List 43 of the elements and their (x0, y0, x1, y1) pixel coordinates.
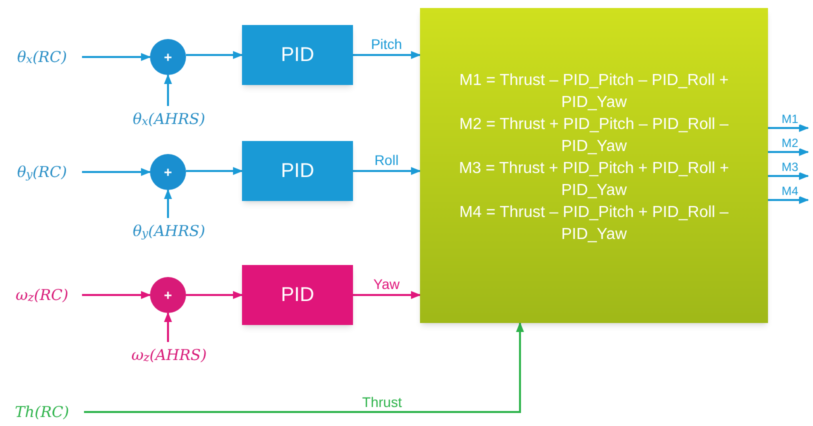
edge-label: M4 (780, 185, 800, 197)
signal-label: Th(RC) (8, 399, 76, 425)
edge-label: M3 (780, 161, 800, 173)
signal-arrow (353, 291, 421, 299)
motor-equation: M1 = Thrust – PID_Pitch – PID_Roll + PID_Yaw (458, 71, 730, 113)
motor-equation: M4 = Thrust – PID_Pitch + PID_Roll – PID_Yaw (458, 203, 730, 245)
motor-equation: M3 = Thrust + PID_Pitch + PID_Roll + PID_Yaw (458, 159, 730, 201)
signal-arrow (768, 172, 809, 180)
controller-block: PID (242, 25, 353, 85)
summing-junction: + (150, 277, 186, 313)
edge-label: M1 (780, 113, 800, 125)
signal-arrow (768, 124, 809, 132)
controller-block: PID (242, 141, 353, 201)
summing-junction: + (150, 154, 186, 190)
signal-arrow (164, 189, 172, 218)
signal-label: θ$_{y}$(RC) (8, 159, 76, 185)
signal-arrow (82, 291, 151, 299)
signal-arrow (768, 196, 809, 204)
edge-label: Thrust (361, 395, 403, 409)
edge-label: Roll (373, 153, 400, 167)
signal-label: θ$_{x}$(AHRS) (126, 106, 212, 132)
signal-label: ω$_{z}$(AHRS) (126, 342, 212, 368)
signal-arrow (164, 312, 172, 342)
signal-arrow (186, 291, 243, 299)
signal-arrow (186, 51, 243, 59)
signal-label: θ$_{x}$(RC) (8, 44, 76, 70)
controller-block: PID (242, 265, 353, 325)
motor-equation: M2 = Thrust + PID_Pitch – PID_Roll – PID_Yaw (458, 115, 730, 157)
signal-arrow (186, 167, 243, 175)
mixer-block (420, 8, 768, 323)
signal-arrow (84, 322, 524, 413)
signal-label: ω$_{z}$(RC) (8, 282, 76, 308)
signal-arrow (164, 74, 172, 106)
edge-label: Pitch (370, 37, 404, 51)
edge-label: Yaw (372, 277, 401, 291)
signal-arrow (768, 148, 809, 156)
signal-arrow (353, 51, 421, 59)
summing-junction: + (150, 39, 186, 75)
edge-label: M2 (780, 137, 800, 149)
signal-arrow (82, 168, 151, 176)
signal-arrow (82, 53, 151, 61)
signal-arrow (353, 167, 421, 175)
signal-label: θ$_{y}$(AHRS) (126, 218, 212, 244)
